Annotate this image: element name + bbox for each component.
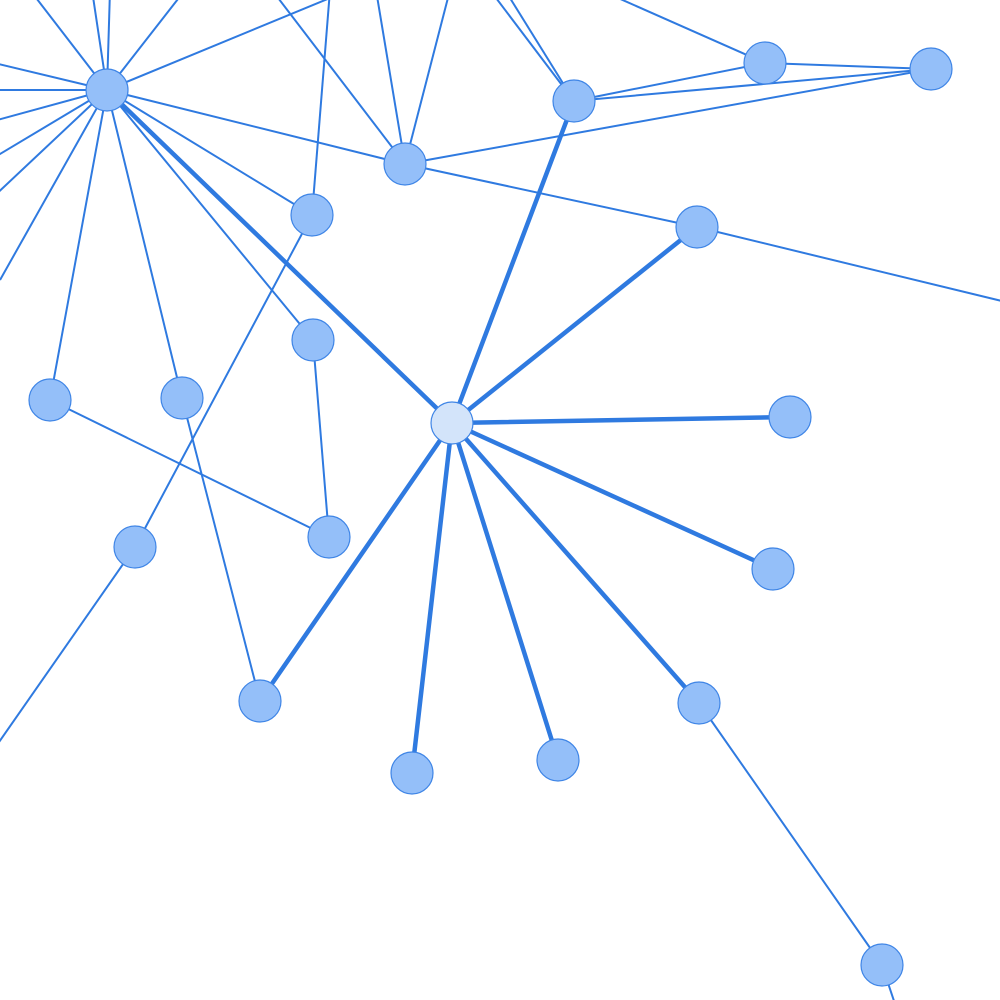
graph-edge-focus-to-hub-a — [104, 87, 455, 426]
graph-edge-17-offscreen — [620, 0, 766, 64]
graph-edge-5-offscreen — [0, 89, 108, 192]
graph-edge-6-offscreen — [0, 89, 108, 281]
graph-edge-focus-to-n-right-mid — [449, 224, 700, 426]
graph-node-n-left-2[interactable] — [160, 376, 204, 420]
graph-node-n-bottom-2[interactable] — [536, 738, 580, 782]
graph-node-n-left-1[interactable] — [28, 378, 72, 422]
graph-node-n-far-bottom[interactable] — [860, 943, 904, 987]
graph-edge-focus-to-n-right-2 — [449, 420, 776, 572]
node-layer[interactable] — [28, 41, 953, 987]
graph-edge-hub-a-to-n-left-1 — [49, 89, 108, 401]
graph-edge-focus-to-n-bottom-left — [257, 420, 455, 704]
graph-edge-focus-to-n-top-right-1 — [449, 98, 577, 426]
graph-edge-15-offscreen — [496, 0, 575, 102]
graph-node-hub-a[interactable] — [85, 68, 129, 112]
graph-node-n-right-1[interactable] — [768, 395, 812, 439]
graph-node-n-right-mid[interactable] — [675, 205, 719, 249]
graph-node-n-mid-1[interactable] — [290, 193, 334, 237]
graph-edge-hub-a-to-n-left-2 — [106, 89, 183, 399]
graph-node-n-left-3[interactable] — [113, 525, 157, 569]
graph-edge-hub-a-to-n-top-center — [106, 89, 406, 165]
graph-node-n-top-right-3[interactable] — [909, 47, 953, 91]
graph-edge-21-offscreen — [0, 546, 136, 743]
graph-edge-focus-to-n-bottom-2 — [449, 420, 561, 763]
graph-edge-n-top-right-1-to-n-top-right-3 — [573, 68, 932, 102]
graph-edge-11-offscreen — [106, 0, 328, 91]
graph-edge-16-offscreen — [510, 0, 575, 102]
graph-edge-13-offscreen — [376, 0, 406, 165]
graph-edge-focus-to-n-bottom-right — [449, 420, 702, 706]
graph-edge-n-top-center-to-n-top-right-3 — [404, 68, 932, 165]
graph-node-n-bottom-right[interactable] — [677, 681, 721, 725]
graph-edge-4-offscreen — [0, 89, 108, 156]
graph-edge-n-left-2-to-n-bottom-left — [181, 397, 261, 702]
graph-edge-n-top-right-2-to-n-top-right-3 — [764, 62, 932, 70]
edge-layer — [49, 62, 932, 966]
graph-edge-14-offscreen — [404, 0, 449, 165]
graph-edge-18-offscreen — [696, 226, 1000, 302]
graph-edge-19-offscreen — [404, 163, 698, 228]
graph-node-n-right-2[interactable] — [751, 547, 795, 591]
graph-node-n-mid-3[interactable] — [307, 515, 351, 559]
graph-edge-hub-a-to-n-mid-1 — [106, 89, 313, 216]
graph-edge-n-left-1-to-n-mid-3 — [49, 399, 330, 538]
graph-edge-n-top-right-1-to-n-top-right-2 — [573, 62, 766, 102]
graph-node-n-top-right-2[interactable] — [743, 41, 787, 85]
graph-edge-12-offscreen — [278, 0, 406, 165]
graph-edge-n-bottom-right-to-n-far-bottom — [698, 702, 883, 966]
graph-edge-hub-a-to-n-mid-2 — [106, 89, 314, 341]
graph-edge-n-mid-1-to-n-left-3 — [134, 214, 313, 548]
graph-node-n-mid-2[interactable] — [291, 318, 335, 362]
graph-edge-focus-to-n-bottom-1 — [409, 420, 455, 776]
graph-edge-20-offscreen — [311, 0, 331, 216]
graph-edge-focus-to-n-right-1 — [449, 414, 793, 426]
graph-edge-n-mid-2-to-n-mid-3 — [312, 339, 330, 538]
graph-node-n-top-right-1[interactable] — [552, 79, 596, 123]
graph-node-n-bottom-left[interactable] — [238, 679, 282, 723]
graph-node-n-top-center[interactable] — [383, 142, 427, 186]
graph-node-focus[interactable] — [430, 401, 474, 445]
graph-node-n-bottom-1[interactable] — [390, 751, 434, 795]
